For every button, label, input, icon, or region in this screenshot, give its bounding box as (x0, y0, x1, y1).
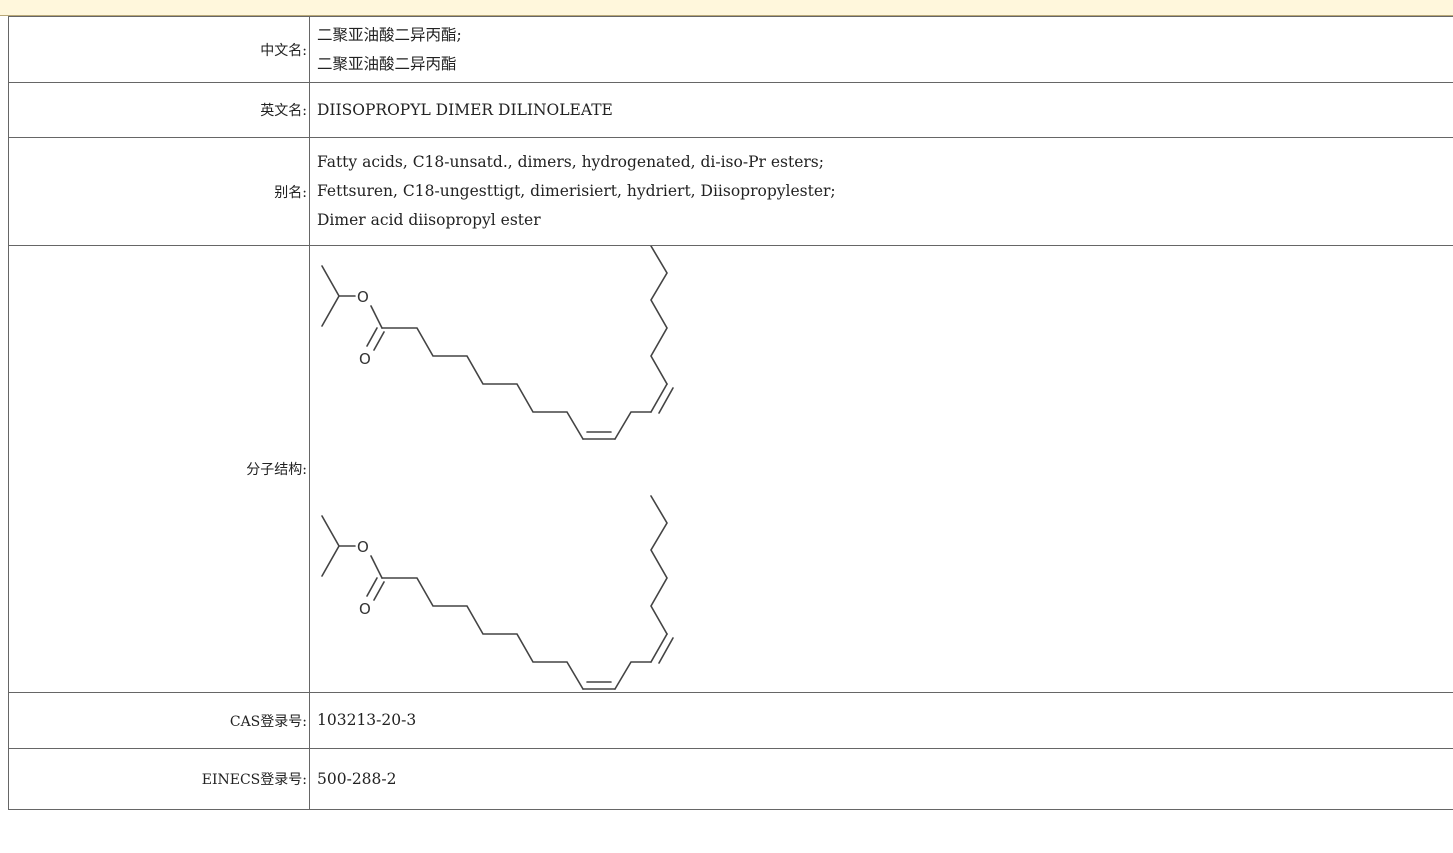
top-header-bar (0, 0, 1453, 16)
molecule-upper: O O (321, 246, 674, 440)
label-alias: 别名: (8, 137, 310, 246)
value-molecular-structure: O O O O (309, 245, 1453, 693)
label-english-name: 英文名: (8, 82, 310, 138)
oxygen-label-3: O (357, 538, 369, 556)
value-cas-number: 103213-20-3 (309, 692, 1453, 749)
label-chinese-name: 中文名: (8, 16, 310, 83)
oxygen-label-1: O (357, 288, 369, 306)
row-cas-number: CAS登录号: 103213-20-3 (8, 692, 1453, 749)
row-molecular-structure: 分子结构: O O (8, 245, 1453, 693)
row-einecs-number: EINECS登录号: 500-288-2 (8, 748, 1453, 810)
oxygen-label-4: O (359, 600, 371, 618)
row-chinese-name: 中文名: 二聚亚油酸二异丙酯; 二聚亚油酸二异丙酯 (8, 16, 1453, 83)
label-cas-number: CAS登录号: (8, 692, 310, 749)
value-chinese-name: 二聚亚油酸二异丙酯; 二聚亚油酸二异丙酯 (309, 16, 1453, 83)
value-einecs-number: 500-288-2 (309, 748, 1453, 810)
label-molecular-structure: 分子结构: (8, 245, 310, 693)
compound-info-table: 中文名: 二聚亚油酸二异丙酯; 二聚亚油酸二异丙酯 英文名: DIISOPROP… (8, 16, 1453, 810)
chinese-name-line-2: 二聚亚油酸二异丙酯 (317, 54, 457, 73)
alias-line-2: Fettsuren, C18-ungesttigt, dimerisiert, … (317, 182, 836, 200)
alias-line-3: Dimer acid diisopropyl ester (317, 211, 541, 229)
value-english-name: DIISOPROPYL DIMER DILINOLEATE (309, 82, 1453, 138)
molecular-structure-image: O O O O (321, 246, 674, 690)
chinese-name-line-1: 二聚亚油酸二异丙酯; (317, 25, 462, 44)
label-einecs-number: EINECS登录号: (8, 748, 310, 810)
oxygen-label-2: O (359, 350, 371, 368)
molecule-lower: O O (321, 495, 674, 690)
alias-line-1: Fatty acids, C18-unsatd., dimers, hydrog… (317, 153, 824, 171)
row-english-name: 英文名: DIISOPROPYL DIMER DILINOLEATE (8, 82, 1453, 138)
row-alias: 别名: Fatty acids, C18-unsatd., dimers, hy… (8, 137, 1453, 246)
value-alias: Fatty acids, C18-unsatd., dimers, hydrog… (309, 137, 1453, 246)
